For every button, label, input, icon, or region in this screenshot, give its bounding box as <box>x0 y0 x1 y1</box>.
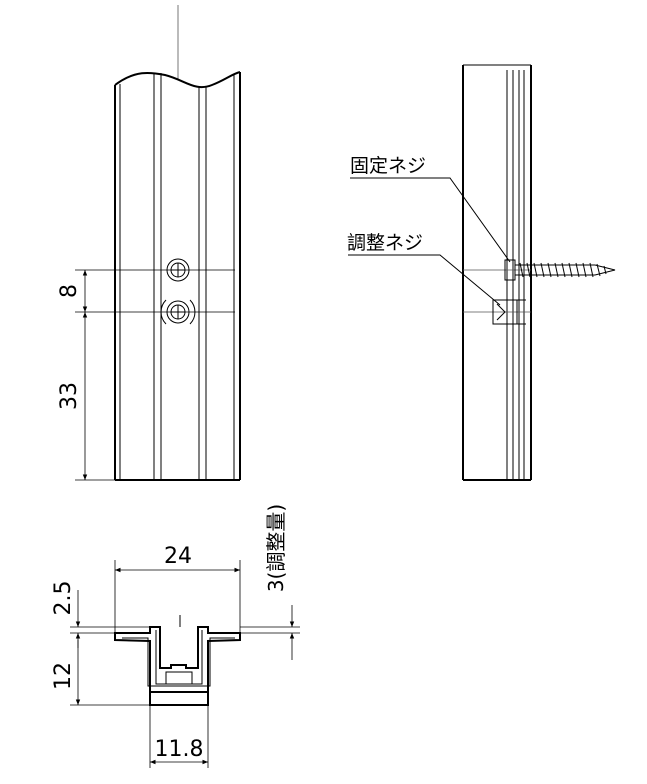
leader-lines <box>348 177 511 306</box>
front-dimensions: 8 33 <box>57 269 235 481</box>
cross-section-profile <box>114 615 241 706</box>
adjusting-screw-icon <box>492 299 526 325</box>
fixing-screw-icon <box>504 259 616 281</box>
dim-width-top: 24 <box>164 544 192 569</box>
dim-flange: 2.5 <box>51 581 76 616</box>
front-view-rail <box>114 5 241 481</box>
side-view-rail <box>462 64 532 481</box>
label-fixing-screw: 固定ネジ <box>350 155 426 177</box>
section-dimensions: 24 2.5 12 11.8 3(調整量) <box>51 504 300 768</box>
dim-hole-pitch: 8 <box>57 284 82 298</box>
dim-hole-from-bottom: 33 <box>57 382 82 410</box>
dim-adjustment: 3(調整量) <box>264 504 288 592</box>
dim-height: 12 <box>51 662 76 690</box>
dim-channel-width: 11.8 <box>155 737 204 762</box>
label-adjusting-screw: 調整ネジ <box>347 232 423 254</box>
